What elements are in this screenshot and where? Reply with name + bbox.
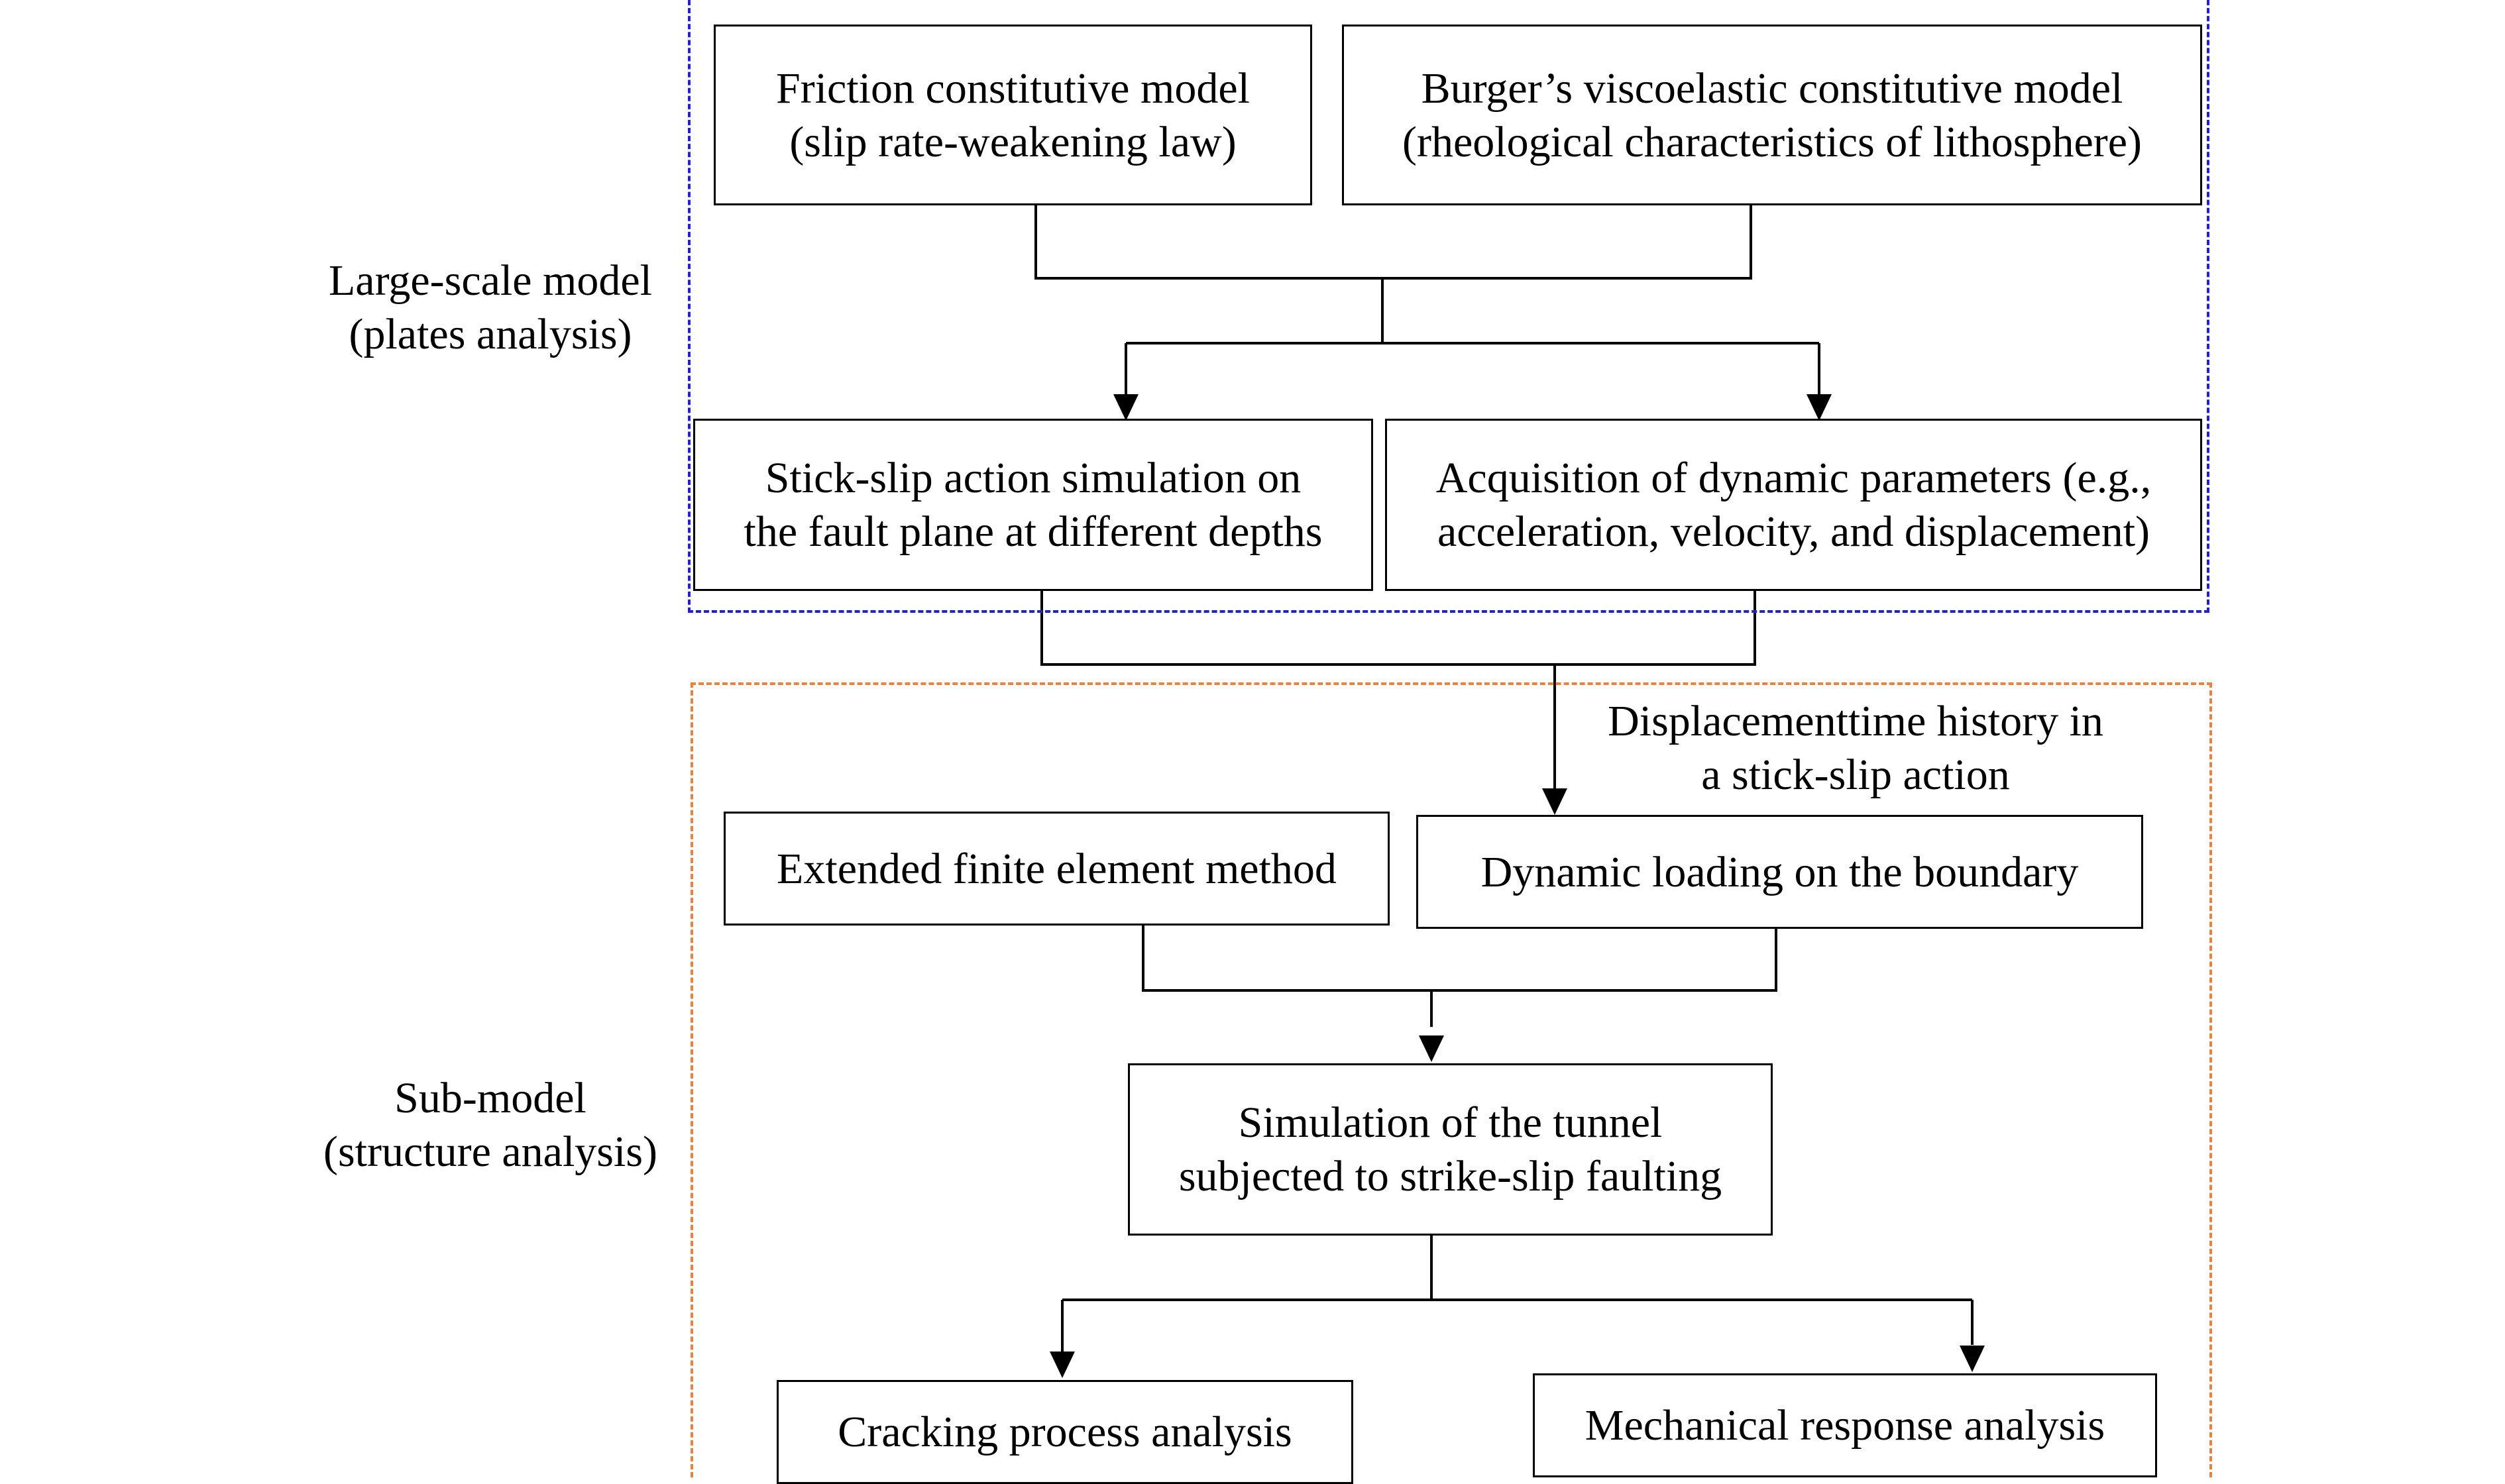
arrowhead-dynamic-loading [1542,788,1567,815]
connector-xfem-loading-merge [1142,926,1777,992]
burger-model-box: Burger’s viscoelastic constitutive model… [1342,25,2202,205]
tunnel-simulation-box: Simulation of the tunnel subjected to st… [1128,1063,1773,1236]
friction-model-box: Friction constitutive model (slip rate-w… [714,25,1312,205]
arrowhead-acquisition [1807,394,1832,421]
friction-model-line2: (slip rate-weakening law) [789,117,1237,166]
sub-model-label-line2: (structure analysis) [323,1128,657,1176]
arrowhead-stick-slip [1113,394,1139,421]
xfem-line1: Extended finite element method [777,844,1337,893]
dynamic-parameters-line1: Acquisition of dynamic parameters (e.g., [1435,454,2152,502]
large-scale-label-line2: (plates analysis) [349,310,632,358]
burger-model-line2: (rheological characteristics of lithosph… [1402,117,2142,166]
dynamic-loading-box: Dynamic loading on the boundary [1416,815,2143,929]
dynamic-parameters-line2: acceleration, velocity, and displacement… [1437,507,2150,556]
mechanical-analysis-line1: Mechanical response analysis [1585,1401,2105,1450]
tunnel-simulation-line2: subjected to strike-slip faulting [1178,1152,1722,1200]
arrowhead-cracking [1050,1352,1075,1378]
sub-model-label: Sub-model (structure analysis) [265,1071,716,1179]
arrowhead-mechanical [1960,1346,1985,1372]
tunnel-simulation-line1: Simulation of the tunnel [1238,1098,1663,1147]
sub-model-region [691,682,2212,1477]
dynamic-loading-line1: Dynamic loading on the boundary [1480,847,2079,896]
mechanical-analysis-box: Mechanical response analysis [1533,1373,2157,1477]
stick-slip-simulation-line1: Stick-slip action simulation on [765,454,1302,502]
connector-friction-burger-merge [1034,205,1752,280]
burger-model-line1: Burger’s viscoelastic constitutive model [1421,64,2123,113]
displacement-history-annotation: Displacementtime history in a stick-slip… [1571,694,2141,802]
cracking-analysis-line1: Cracking process analysis [838,1408,1292,1456]
connector-large-scale-merge [1040,591,1756,666]
arrowhead-tunnel-sim [1419,1035,1444,1062]
large-scale-label: Large-scale model (plates analysis) [265,254,716,361]
large-scale-region [688,0,2209,613]
dynamic-parameters-box: Acquisition of dynamic parameters (e.g.,… [1385,419,2202,591]
cracking-analysis-box: Cracking process analysis [777,1380,1353,1484]
sub-model-label-line1: Sub-model [394,1074,586,1122]
friction-model-line1: Friction constitutive model [776,64,1250,113]
stick-slip-simulation-box: Stick-slip action simulation on the faul… [693,419,1373,591]
stick-slip-simulation-line2: the fault plane at different depths [744,507,1323,556]
xfem-box: Extended finite element method [724,812,1390,926]
displacement-history-line2: a stick-slip action [1701,751,2010,799]
large-scale-label-line1: Large-scale model [328,256,653,305]
displacement-history-line1: Displacementtime history in [1608,697,2103,745]
